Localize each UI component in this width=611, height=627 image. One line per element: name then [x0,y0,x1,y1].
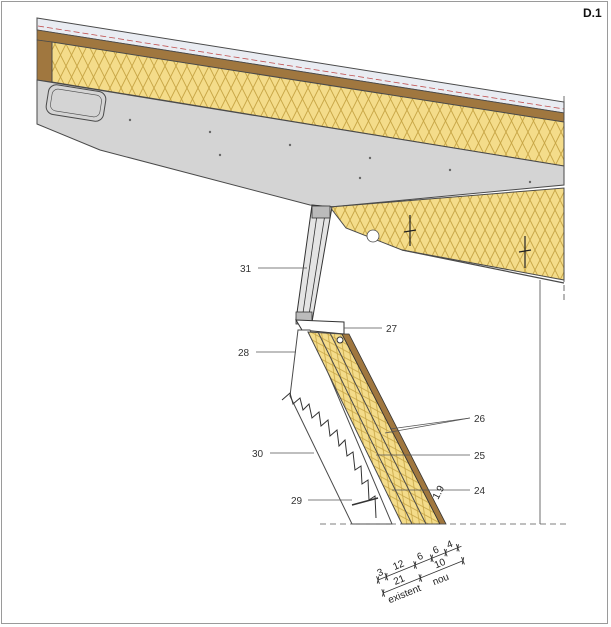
dim-label-new: nou [431,572,451,588]
dim-segment-1: 3 [376,567,386,579]
leader-lines [256,267,471,501]
dimension-chain: 3 12 6 6 4 21 10 existent nou [376,539,465,606]
callout-31: 31 [240,264,252,275]
window-frame [295,204,333,323]
slab-void [45,84,107,122]
dim-total-new: 10 [433,557,448,572]
callout-28: 28 [238,348,250,359]
callout-30: 30 [252,449,264,460]
soffit-insulation [329,187,565,524]
sheet-id-label: D.1 [583,6,602,20]
wall-ribs [281,392,377,519]
dim-segment-3: 6 [416,551,426,563]
inclined-wall [281,319,447,525]
soffit-circle [366,229,380,243]
callout-25: 25 [474,451,486,462]
callout-29: 29 [291,496,303,507]
callout-24: 24 [474,486,486,497]
dim-label-existing: existent [387,583,423,606]
window-unit [295,204,333,325]
callout-26: 26 [474,414,486,425]
dim-segment-4: 6 [431,544,441,556]
roof-assembly [36,17,565,208]
soffit-insulation-layer [329,187,565,281]
dim-total-existing: 21 [392,573,407,588]
roof-timber-end [36,39,53,83]
membrane-dashed-line [37,25,565,110]
dim-segment-5: 4 [445,539,455,551]
anchor-fixings [403,215,532,268]
dim-segment-2: 12 [391,558,406,573]
callout-27: 27 [386,324,398,335]
